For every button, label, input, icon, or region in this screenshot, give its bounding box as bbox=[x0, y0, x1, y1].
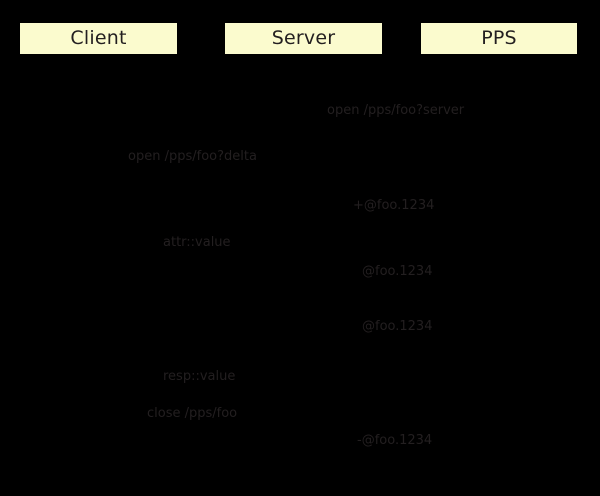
arrow-head-9 bbox=[492, 437, 499, 445]
message-arrow-3 bbox=[304, 206, 499, 207]
message-arrow-9 bbox=[304, 441, 499, 442]
message-label-7: resp::value bbox=[163, 369, 236, 384]
message-label-4: attr::value bbox=[163, 235, 231, 250]
message-arrow-7 bbox=[98, 377, 304, 378]
arrow-head-5 bbox=[492, 268, 499, 276]
message-arrow-6 bbox=[304, 327, 499, 328]
participant-box-client[interactable]: Client bbox=[19, 22, 178, 55]
arrow-head-3 bbox=[304, 202, 311, 210]
message-label-1: open /pps/foo?server bbox=[327, 103, 465, 118]
message-label-6: @foo.1234 bbox=[362, 319, 433, 334]
message-label-2: open /pps/foo?delta bbox=[128, 149, 257, 164]
participant-label-server: Server bbox=[271, 27, 336, 49]
participant-label-pps: PPS bbox=[481, 27, 517, 49]
message-arrow-2 bbox=[98, 157, 304, 158]
message-label-9: -@foo.1234 bbox=[357, 433, 433, 448]
message-label-3: +@foo.1234 bbox=[353, 198, 435, 213]
arrow-head-6 bbox=[304, 323, 311, 331]
arrow-head-7 bbox=[98, 373, 105, 381]
arrow-head-8 bbox=[297, 410, 304, 418]
arrow-head-1 bbox=[492, 107, 499, 115]
arrow-head-4 bbox=[297, 239, 304, 247]
activation-bar-pps bbox=[495, 111, 504, 451]
message-arrow-1 bbox=[304, 111, 499, 112]
arrow-head-2 bbox=[297, 153, 304, 161]
message-label-5: @foo.1234 bbox=[362, 264, 433, 279]
message-arrow-5 bbox=[304, 272, 499, 273]
message-arrow-4 bbox=[98, 243, 304, 244]
participant-box-pps[interactable]: PPS bbox=[420, 22, 578, 55]
message-arrow-8 bbox=[98, 414, 304, 415]
participant-label-client: Client bbox=[70, 27, 127, 49]
participant-box-server[interactable]: Server bbox=[224, 22, 383, 55]
message-label-8: close /pps/foo bbox=[147, 406, 238, 421]
